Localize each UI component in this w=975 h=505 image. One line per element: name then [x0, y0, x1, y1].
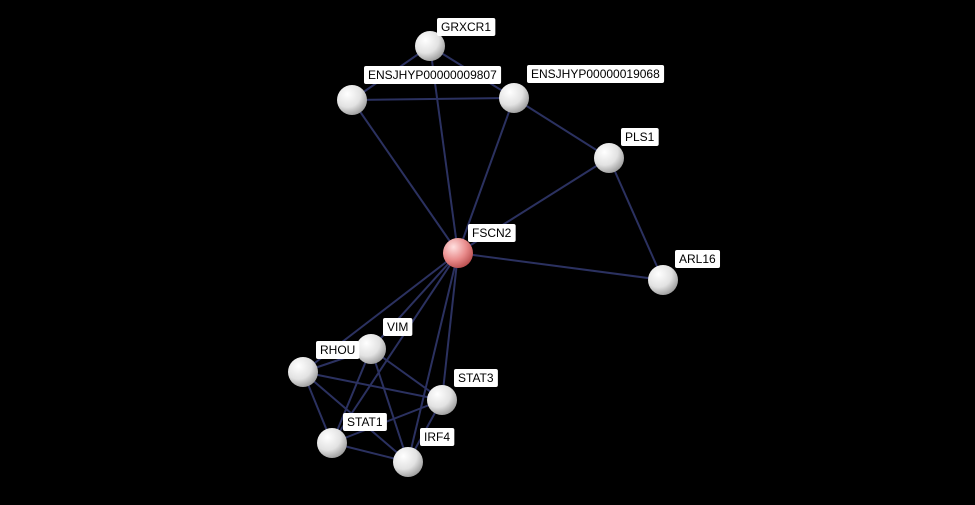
- node-label-bg-IRF4: [420, 428, 455, 446]
- edge-PLS1-ARL16: [608, 157, 664, 281]
- node-label-bg-STAT1: [343, 413, 387, 431]
- node-ARL16[interactable]: [648, 265, 678, 295]
- node-ENSJHYP00000009807[interactable]: [337, 85, 367, 115]
- node-label-bg-PLS1: [621, 128, 659, 146]
- edge-ENSJHYP00000019068-FSCN2: [457, 97, 515, 254]
- node-label-bg-RHOU: [316, 341, 360, 359]
- node-label-STAT1: STAT1: [343, 413, 387, 431]
- node-label-text-ENSJHYP00000019068: ENSJHYP00000019068: [531, 67, 660, 81]
- node-label-bg-VIM: [383, 318, 413, 336]
- node-RHOU[interactable]: [288, 357, 318, 387]
- node-label-VIM: VIM: [383, 318, 413, 336]
- edge-ENSJHYP00000009807-ENSJHYP00000019068: [351, 97, 515, 101]
- node-PLS1[interactable]: [594, 143, 624, 173]
- node-label-text-STAT3: STAT3: [458, 371, 494, 385]
- node-label-IRF4: IRF4: [420, 428, 455, 446]
- node-VIM[interactable]: [356, 334, 386, 364]
- node-label-STAT3: STAT3: [454, 369, 498, 387]
- edges-layer: [302, 45, 664, 463]
- edge-FSCN2-ARL16: [457, 252, 664, 281]
- node-label-bg-STAT3: [454, 369, 498, 387]
- node-label-text-GRXCR1: GRXCR1: [441, 20, 491, 34]
- node-label-bg-ENSJHYP00000009807: [364, 66, 502, 84]
- edge-RHOU-STAT3: [302, 371, 443, 401]
- edge-STAT3-STAT1: [331, 399, 443, 444]
- node-label-bg-FSCN2: [468, 224, 516, 242]
- node-label-PLS1: PLS1: [621, 128, 659, 146]
- edge-ENSJHYP00000019068-PLS1: [513, 97, 610, 159]
- node-label-bg-ARL16: [675, 250, 721, 268]
- node-IRF4[interactable]: [393, 447, 423, 477]
- node-label-ARL16: ARL16: [675, 250, 721, 268]
- node-label-text-IRF4: IRF4: [424, 430, 450, 444]
- edge-FSCN2-IRF4: [407, 252, 459, 463]
- node-label-text-VIM: VIM: [387, 320, 408, 334]
- node-label-GRXCR1: GRXCR1: [437, 18, 496, 36]
- node-STAT1[interactable]: [317, 428, 347, 458]
- node-label-text-ARL16: ARL16: [679, 252, 716, 266]
- node-label-text-ENSJHYP00000009807: ENSJHYP00000009807: [368, 68, 497, 82]
- node-label-FSCN2: FSCN2: [468, 224, 516, 242]
- node-label-RHOU: RHOU: [316, 341, 360, 359]
- edge-ENSJHYP00000009807-FSCN2: [351, 99, 459, 254]
- node-STAT3[interactable]: [427, 385, 457, 415]
- nodes-layer: [288, 31, 678, 477]
- node-label-bg-GRXCR1: [437, 18, 496, 36]
- node-GRXCR1[interactable]: [415, 31, 445, 61]
- edge-FSCN2-STAT3: [441, 252, 459, 401]
- node-label-ENSJHYP00000009807: ENSJHYP00000009807: [364, 66, 502, 84]
- node-label-text-PLS1: PLS1: [625, 130, 655, 144]
- node-label-ENSJHYP00000019068: ENSJHYP00000019068: [527, 65, 665, 83]
- node-label-text-FSCN2: FSCN2: [472, 226, 512, 240]
- node-ENSJHYP00000019068[interactable]: [499, 83, 529, 113]
- node-FSCN2[interactable]: [443, 238, 473, 268]
- edge-FSCN2-STAT1: [331, 252, 459, 444]
- node-label-text-STAT1: STAT1: [347, 415, 383, 429]
- node-label-text-RHOU: RHOU: [320, 343, 355, 357]
- edge-VIM-STAT1: [331, 348, 372, 444]
- edge-VIM-IRF4: [370, 348, 409, 463]
- node-label-bg-ENSJHYP00000019068: [527, 65, 665, 83]
